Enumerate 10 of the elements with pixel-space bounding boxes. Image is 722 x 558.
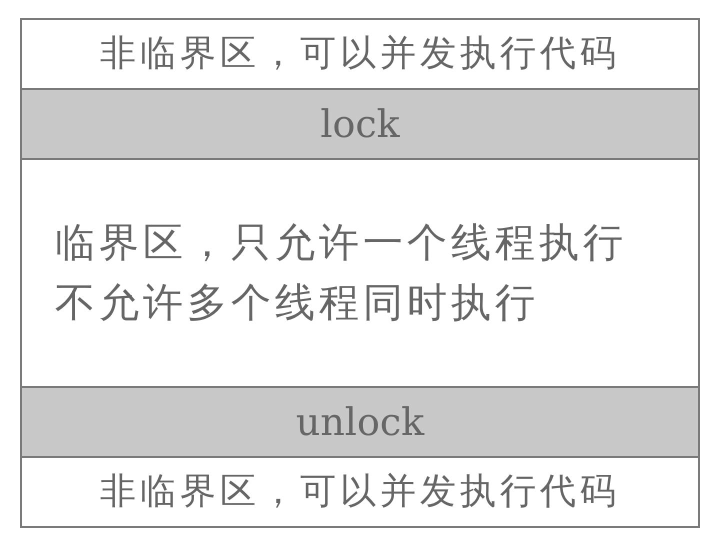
band-label: lock <box>320 100 400 148</box>
non-critical-section-band <box>20 456 700 528</box>
critical-section-band <box>20 158 700 388</box>
lock-band <box>20 88 700 160</box>
lock-band <box>20 386 700 458</box>
section-text: 非临界区，可以并发执行代码 <box>100 470 620 514</box>
section-text: 临界区，只允许一个线程执行不允许多个线程同时执行 <box>55 219 628 328</box>
band-label: unlock <box>296 398 424 446</box>
section-text: 非临界区，可以并发执行代码 <box>100 32 620 76</box>
non-critical-section-band <box>20 18 700 90</box>
